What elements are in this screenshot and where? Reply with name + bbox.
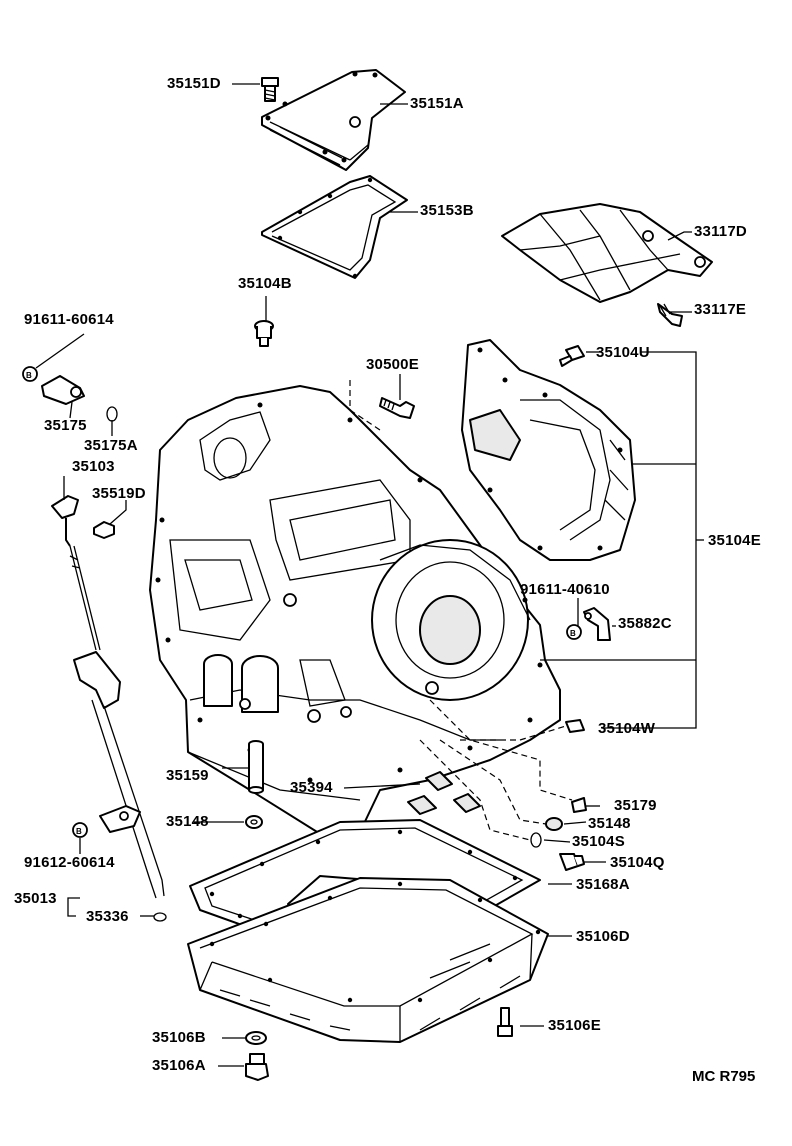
pipe-35159 (248, 740, 264, 794)
label-35106e: 35106E (548, 1017, 601, 1034)
label-35179: 35179 (614, 797, 657, 814)
label-30500e: 30500E (366, 356, 419, 373)
valve-body-cover-plate (261, 69, 406, 171)
label-35153b: 35153B (420, 202, 474, 219)
label-33117e: 33117E (694, 301, 747, 318)
pan-bolt (497, 1007, 513, 1037)
label-91611-40610: 91611-40610 (520, 581, 610, 598)
label-35175a: 35175A (84, 437, 138, 454)
transaxle-case (149, 385, 561, 841)
label-35106a: 35106A (152, 1057, 206, 1074)
label-35103: 35103 (72, 458, 115, 475)
dipstick (51, 495, 101, 651)
diagram-reference-code: MC R795 (692, 1068, 756, 1085)
svg-text:B: B (570, 629, 576, 638)
label-35519d: 35519D (92, 485, 146, 502)
svg-text:B: B (26, 371, 32, 380)
label-91612-60614: 91612-60614 (24, 854, 115, 871)
bolt-30500e (379, 397, 415, 419)
label-35104e: 35104E (708, 532, 761, 549)
label-35394: 35394 (290, 779, 333, 796)
label-35175: 35175 (44, 417, 87, 434)
label-35104u: 35104U (596, 344, 650, 361)
plug-35104w (565, 719, 585, 733)
label-35151a: 35151A (410, 95, 464, 112)
shield-screw (657, 303, 683, 327)
label-35104b: 35104B (238, 275, 292, 292)
label-91611-60614: 91611-60614 (24, 311, 114, 328)
label-35013: 35013 (14, 890, 57, 907)
label-35104q: 35104Q (610, 854, 665, 871)
label-35104w: 35104W (598, 720, 656, 737)
svg-text:B: B (76, 827, 82, 836)
label-35151d: 35151D (167, 75, 221, 92)
label-35159: 35159 (166, 767, 209, 784)
drain-plug (245, 1053, 269, 1081)
label-35106b: 35106B (152, 1029, 206, 1046)
plug-35104b (254, 320, 274, 347)
cover-bolt (261, 77, 279, 102)
label-35168a: 35168A (576, 876, 630, 893)
oil-pan (187, 877, 549, 1043)
side-cover-housing (461, 339, 636, 561)
label-33117d: 33117D (694, 223, 747, 240)
label-35336: 35336 (86, 908, 129, 925)
label-35882c: 35882C (618, 615, 672, 632)
heat-shield (501, 203, 713, 303)
dipstick-tube: B (72, 651, 167, 922)
plug-35519d (93, 521, 115, 539)
bolt-35104u (559, 345, 585, 367)
cover-gasket (261, 175, 408, 279)
filter-pads (407, 771, 481, 815)
label-35106d: 35106D (576, 928, 630, 945)
seal-35148-left (245, 815, 263, 829)
label-35148-right: 35148 (588, 815, 631, 832)
bracket-35882c: B (566, 607, 611, 641)
right-small-parts (530, 797, 587, 871)
label-35148-left: 35148 (166, 813, 209, 830)
label-35104s: 35104S (572, 833, 625, 850)
drain-washer (245, 1031, 267, 1045)
